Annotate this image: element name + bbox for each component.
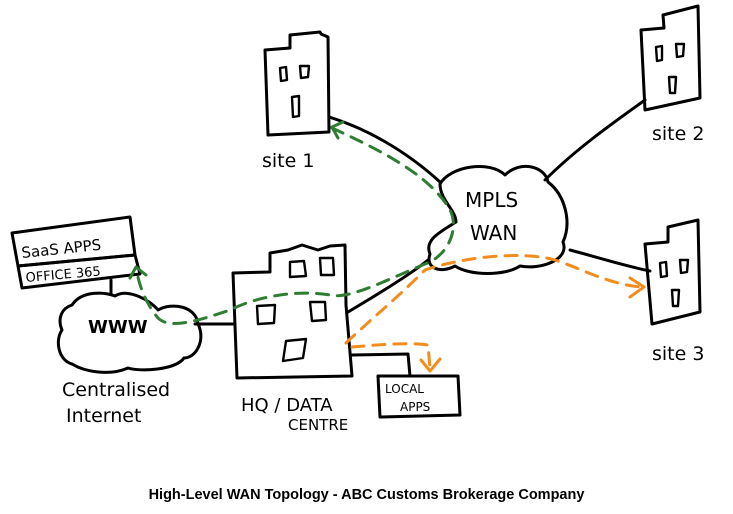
mpls-wan-cloud-icon[interactable]	[427, 164, 569, 275]
orange-arrowhead-site3	[628, 276, 646, 299]
link-site2-mpls	[543, 98, 647, 182]
wan-label: WAN	[470, 221, 517, 245]
www-cloud-icon[interactable]	[56, 291, 203, 374]
office365-label: OFFICE 365	[25, 264, 101, 286]
saas-apps-box[interactable]	[10, 215, 142, 290]
local-apps-line1: LOCAL	[385, 382, 424, 396]
link-site3-mpls	[568, 248, 652, 273]
www-label: WWW	[88, 317, 148, 338]
link-site1-mpls	[327, 115, 442, 184]
site3-building-icon[interactable]	[643, 218, 702, 326]
flow-hq-site3-orange	[344, 253, 644, 345]
diagram-caption: High-Level WAN Topology - ABC Customs Br…	[148, 487, 585, 503]
local-apps-line2: APPS	[400, 400, 430, 414]
hq-label-line1: HQ / DATA	[241, 395, 333, 416]
green-arrowhead-site1	[330, 120, 345, 140]
flow-site1-internet-green	[135, 126, 455, 325]
green-arrowhead-saas	[128, 265, 148, 280]
local-apps-box[interactable]	[376, 374, 462, 419]
link-hq-localapps	[350, 352, 412, 378]
site3-label: site 3	[652, 343, 704, 365]
hq-building-icon[interactable]	[231, 243, 354, 380]
orange-arrowhead-localapps	[419, 357, 442, 373]
flow-hq-localapps-orange	[350, 342, 432, 370]
site2-label: site 2	[652, 123, 704, 145]
hq-label-line2: CENTRE	[288, 416, 348, 434]
internet-caption-line1: Centralised	[62, 379, 170, 401]
site1-building-icon[interactable]	[263, 30, 331, 137]
internet-caption-line2: Internet	[66, 405, 141, 427]
site2-building-icon[interactable]	[639, 4, 702, 112]
site1-label: site 1	[262, 150, 314, 172]
mpls-label: MPLS	[465, 188, 518, 212]
